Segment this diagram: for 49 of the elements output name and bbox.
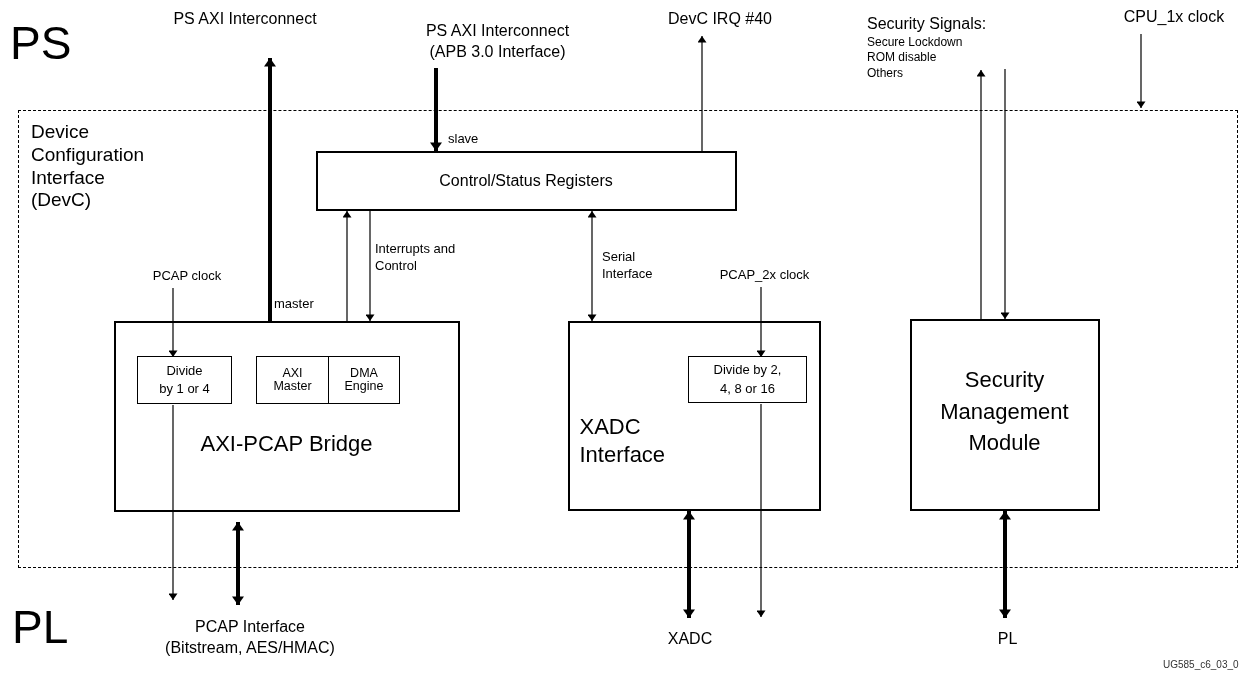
block-box [567, 320, 821, 511]
arrow [232, 522, 244, 605]
domain-label: PS [10, 20, 72, 66]
block-title: AXI-PCAP Bridge [200, 430, 373, 457]
block-title: DMA Engine [343, 366, 385, 394]
signal-label: PL [997, 629, 1018, 649]
block-box [113, 320, 460, 512]
arrow [430, 68, 442, 151]
signal-label: CPU_1x clock [1123, 7, 1225, 27]
domain-label: PL [12, 604, 69, 650]
signal-label: DevC IRQ #40 [667, 9, 772, 29]
block-title: XADC Interface [579, 412, 667, 470]
arrow [365, 210, 375, 322]
figure-id: UG585_c6_03_0 [1163, 660, 1239, 670]
sub-block-box [256, 356, 329, 404]
sub-block-box [137, 356, 232, 404]
signal-item: Others [867, 66, 903, 82]
arrow [168, 404, 178, 601]
arrow [587, 210, 597, 322]
arrow [342, 210, 352, 322]
signal-label: PCAP_2x clock [719, 266, 810, 283]
arrow [697, 35, 707, 152]
arrow [1136, 33, 1146, 109]
block-title: Divide by 1 or 4 [158, 361, 211, 398]
block-title: Divide by 2, 4, 8 or 16 [712, 361, 783, 398]
arrow [999, 511, 1011, 618]
arrow [1000, 68, 1010, 320]
signal-label: XADC [667, 629, 713, 649]
block-title: Control/Status Registers [439, 170, 613, 191]
sub-block-box [328, 356, 400, 404]
arrow [683, 511, 695, 618]
block-title: Device Configuration Interface (DevC) [31, 121, 146, 213]
block-box [909, 318, 1100, 511]
arrow [756, 286, 766, 358]
arrow [264, 58, 276, 321]
signal-label: Security Signals: [867, 14, 987, 34]
signal-label: PS AXI Interconnect (APB 3.0 Interface) [424, 21, 571, 62]
signal-item: Secure Lockdown [867, 34, 963, 51]
arrow [756, 403, 766, 618]
signal-label: PCAP clock [152, 267, 222, 284]
signal-item: ROM disable [867, 50, 937, 66]
block-box [315, 150, 737, 211]
arrow [168, 287, 178, 358]
arrow [976, 69, 986, 320]
block-title: AXI Master [272, 366, 313, 394]
sub-block-box [688, 356, 807, 403]
signal-label: PS AXI Interconnect [173, 9, 317, 29]
block-title: Security Management Module [939, 365, 1070, 458]
signal-label: PCAP Interface (Bitstream, AES/HMAC) [164, 617, 336, 658]
